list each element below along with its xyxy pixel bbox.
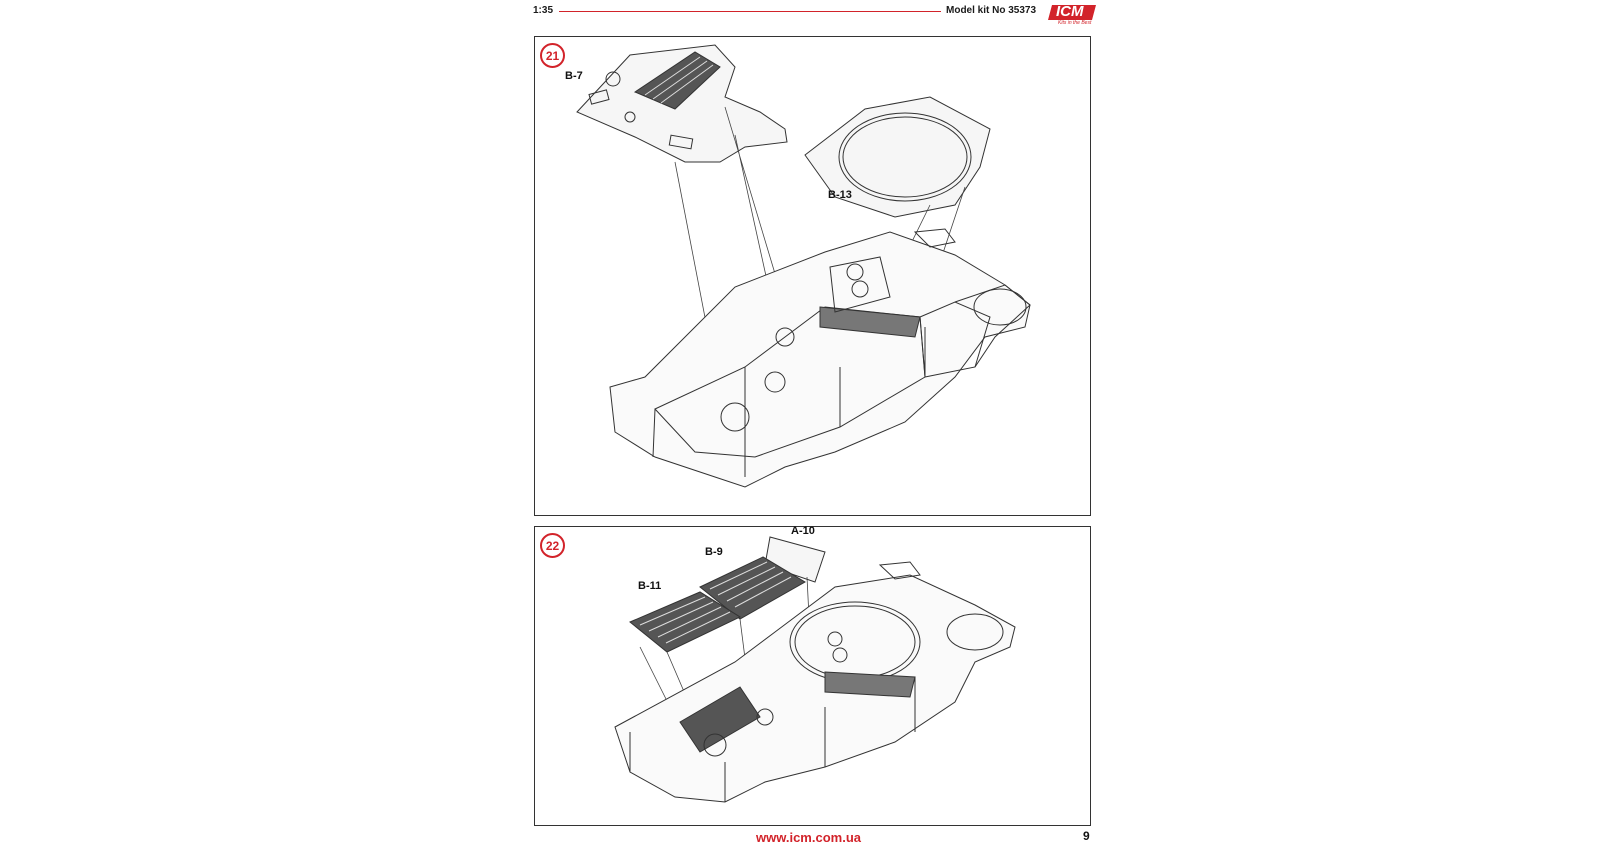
part-label-b7: B-7 — [565, 70, 583, 82]
logo-slogan: Kits in the Best — [1058, 20, 1092, 26]
step-21-panel: 21 B-7 B-13 — [534, 36, 1091, 516]
header-rule — [559, 11, 941, 12]
part-label-b9: B-9 — [705, 546, 723, 558]
kit-number: Model kit No 35373 — [946, 5, 1037, 16]
part-label-b11: B-11 — [638, 580, 662, 592]
step-21-badge: 21 — [540, 43, 565, 68]
step-22-panel: 22 A-10 B-9 B-11 — [534, 525, 1091, 826]
step-22-badge: 22 — [540, 533, 565, 558]
part-label-b13: B-13 — [828, 189, 852, 201]
part-label-a10: A-10 — [791, 525, 815, 537]
page-number: 9 — [1083, 829, 1090, 843]
scale-label: 1:35 — [533, 5, 554, 16]
step-22-drawing — [614, 536, 1016, 803]
website-url[interactable]: www.icm.com.ua — [756, 830, 861, 845]
logo-text: ICM — [1056, 3, 1084, 20]
step-21-drawing — [576, 44, 1031, 488]
icm-logo: ICM Kits in the Best — [1048, 3, 1100, 29]
